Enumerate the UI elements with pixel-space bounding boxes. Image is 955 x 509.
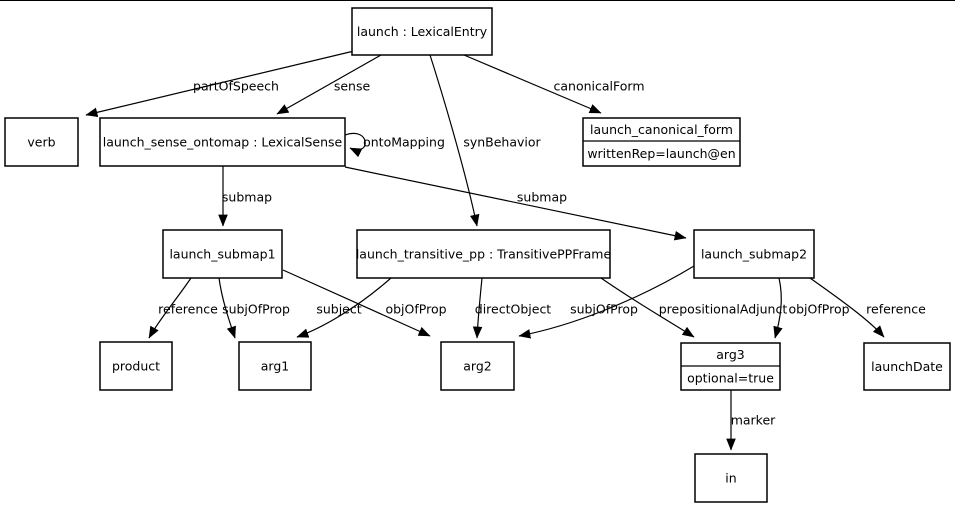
edge-path bbox=[600, 277, 695, 338]
edge-label: submap bbox=[222, 190, 272, 205]
node-label: launch_submap2 bbox=[701, 247, 807, 262]
node-box bbox=[238, 341, 312, 391]
edge-label: subjOfProp bbox=[222, 302, 290, 317]
edge-path bbox=[282, 269, 431, 337]
node-label: launch_canonical_form bbox=[590, 122, 733, 137]
node-arg1: arg1 bbox=[238, 341, 312, 391]
node-launch_submap2: launch_submap2 bbox=[693, 229, 815, 279]
edge-label: objOfProp bbox=[788, 302, 849, 317]
node-box bbox=[4, 117, 79, 167]
edge-launch-launch_canonical_form: canonicalForm bbox=[463, 54, 645, 114]
node-label: launch_sense_ontomap : LexicalSense bbox=[103, 135, 343, 150]
edge-launch_submap2-launchDate: reference bbox=[809, 277, 926, 338]
node-label: arg1 bbox=[261, 359, 289, 374]
edge-launch_sense_ontomap-launch_submap2: submap bbox=[344, 166, 687, 241]
edge-path bbox=[276, 54, 382, 115]
node-launch_sense_ontomap: launch_sense_ontomap : LexicalSense bbox=[99, 117, 346, 167]
edge-path bbox=[472, 277, 483, 339]
node-launch_submap1: launch_submap1 bbox=[162, 229, 283, 279]
node-box bbox=[356, 229, 611, 279]
edge-path bbox=[463, 54, 602, 114]
edge-launch_submap1-arg1: subjOfProp bbox=[218, 277, 290, 339]
node-label: launch_transitive_pp : TransitivePPFrame bbox=[356, 247, 612, 262]
edge-label: directObject bbox=[475, 302, 552, 317]
edge-label: subject bbox=[316, 302, 361, 317]
node-arg2: arg2 bbox=[440, 341, 515, 391]
node-box bbox=[694, 453, 768, 503]
edge-launch-launch_transitive_pp: synBehavior bbox=[429, 54, 542, 227]
edge-launch_submap2-arg3: objOfProp bbox=[773, 277, 850, 339]
node-attribute: writtenRep=launch@en bbox=[587, 146, 735, 161]
edge-path bbox=[809, 277, 885, 338]
edge-launch_sense_ontomap-launch_submap1: submap bbox=[218, 166, 272, 227]
node-box bbox=[440, 341, 515, 391]
edge-launch_submap2-arg2: subjOfProp bbox=[518, 265, 695, 339]
edge-launch_sense_ontomap-launch_sense_ontomap: ontoMapping bbox=[344, 132, 445, 158]
node-label: verb bbox=[27, 135, 55, 150]
edge-path bbox=[344, 132, 366, 158]
edge-label: submap bbox=[517, 190, 567, 205]
node-verb: verb bbox=[4, 117, 79, 167]
node-box bbox=[582, 117, 741, 167]
node-label: launch_submap1 bbox=[169, 247, 275, 262]
edge-path bbox=[148, 277, 192, 339]
edge-label: subjOfProp bbox=[570, 302, 638, 317]
edge-launch-launch_sense_ontomap: sense bbox=[276, 54, 382, 115]
edge-label: canonicalForm bbox=[554, 79, 645, 94]
node-label: product bbox=[112, 359, 160, 374]
node-box bbox=[99, 117, 346, 167]
node-label: launchDate bbox=[871, 359, 943, 374]
node-label: launch : LexicalEntry bbox=[357, 24, 488, 39]
node-launch: launch : LexicalEntry bbox=[351, 7, 493, 56]
edge-label: objOfProp bbox=[385, 302, 446, 317]
node-in: in bbox=[694, 453, 768, 503]
node-box bbox=[162, 229, 283, 279]
edge-path bbox=[218, 277, 236, 339]
node-launch_canonical_form: launch_canonical_form writtenRep=launch@e… bbox=[582, 117, 741, 167]
node-box bbox=[351, 7, 493, 56]
edge-path bbox=[518, 265, 695, 339]
edge-launch_submap1-product: reference bbox=[148, 277, 218, 339]
edge-launch_submap1-arg2: objOfProp bbox=[282, 269, 447, 337]
edge-label: reference bbox=[866, 302, 926, 317]
edge-label: ontoMapping bbox=[363, 135, 445, 150]
edge-path bbox=[773, 277, 783, 339]
node-launchDate: launchDate bbox=[863, 342, 951, 391]
node-box bbox=[693, 229, 815, 279]
edge-label: marker bbox=[731, 413, 776, 428]
edge-arg3-in: marker bbox=[726, 390, 776, 451]
edge-launch-verb: partOfSpeech bbox=[85, 50, 355, 118]
edge-label: partOfSpeech bbox=[193, 79, 279, 94]
edge-label: sense bbox=[334, 79, 371, 94]
node-label: arg3 bbox=[716, 347, 744, 362]
node-box bbox=[863, 342, 951, 391]
edge-path bbox=[429, 54, 480, 227]
edge-path bbox=[296, 277, 392, 338]
edge-launch_transitive_pp-arg3: prepositionalAdjunct bbox=[600, 277, 788, 338]
edge-path bbox=[344, 166, 687, 241]
edge-label: synBehavior bbox=[463, 135, 541, 150]
node-product: product bbox=[99, 341, 173, 391]
edge-label: prepositionalAdjunct bbox=[659, 302, 788, 317]
node-label: in bbox=[725, 471, 736, 486]
node-label: arg2 bbox=[463, 359, 491, 374]
edge-launch_transitive_pp-arg2: directObject bbox=[472, 277, 552, 339]
node-arg3: arg3 optional=true bbox=[680, 342, 781, 391]
node-attribute: optional=true bbox=[687, 371, 774, 386]
node-box bbox=[99, 341, 173, 391]
edge-launch_transitive_pp-arg1: subject bbox=[296, 277, 392, 338]
edge-label: reference bbox=[158, 302, 218, 317]
node-launch_transitive_pp: launch_transitive_pp : TransitivePPFrame bbox=[356, 229, 612, 279]
edge-path bbox=[85, 50, 355, 118]
